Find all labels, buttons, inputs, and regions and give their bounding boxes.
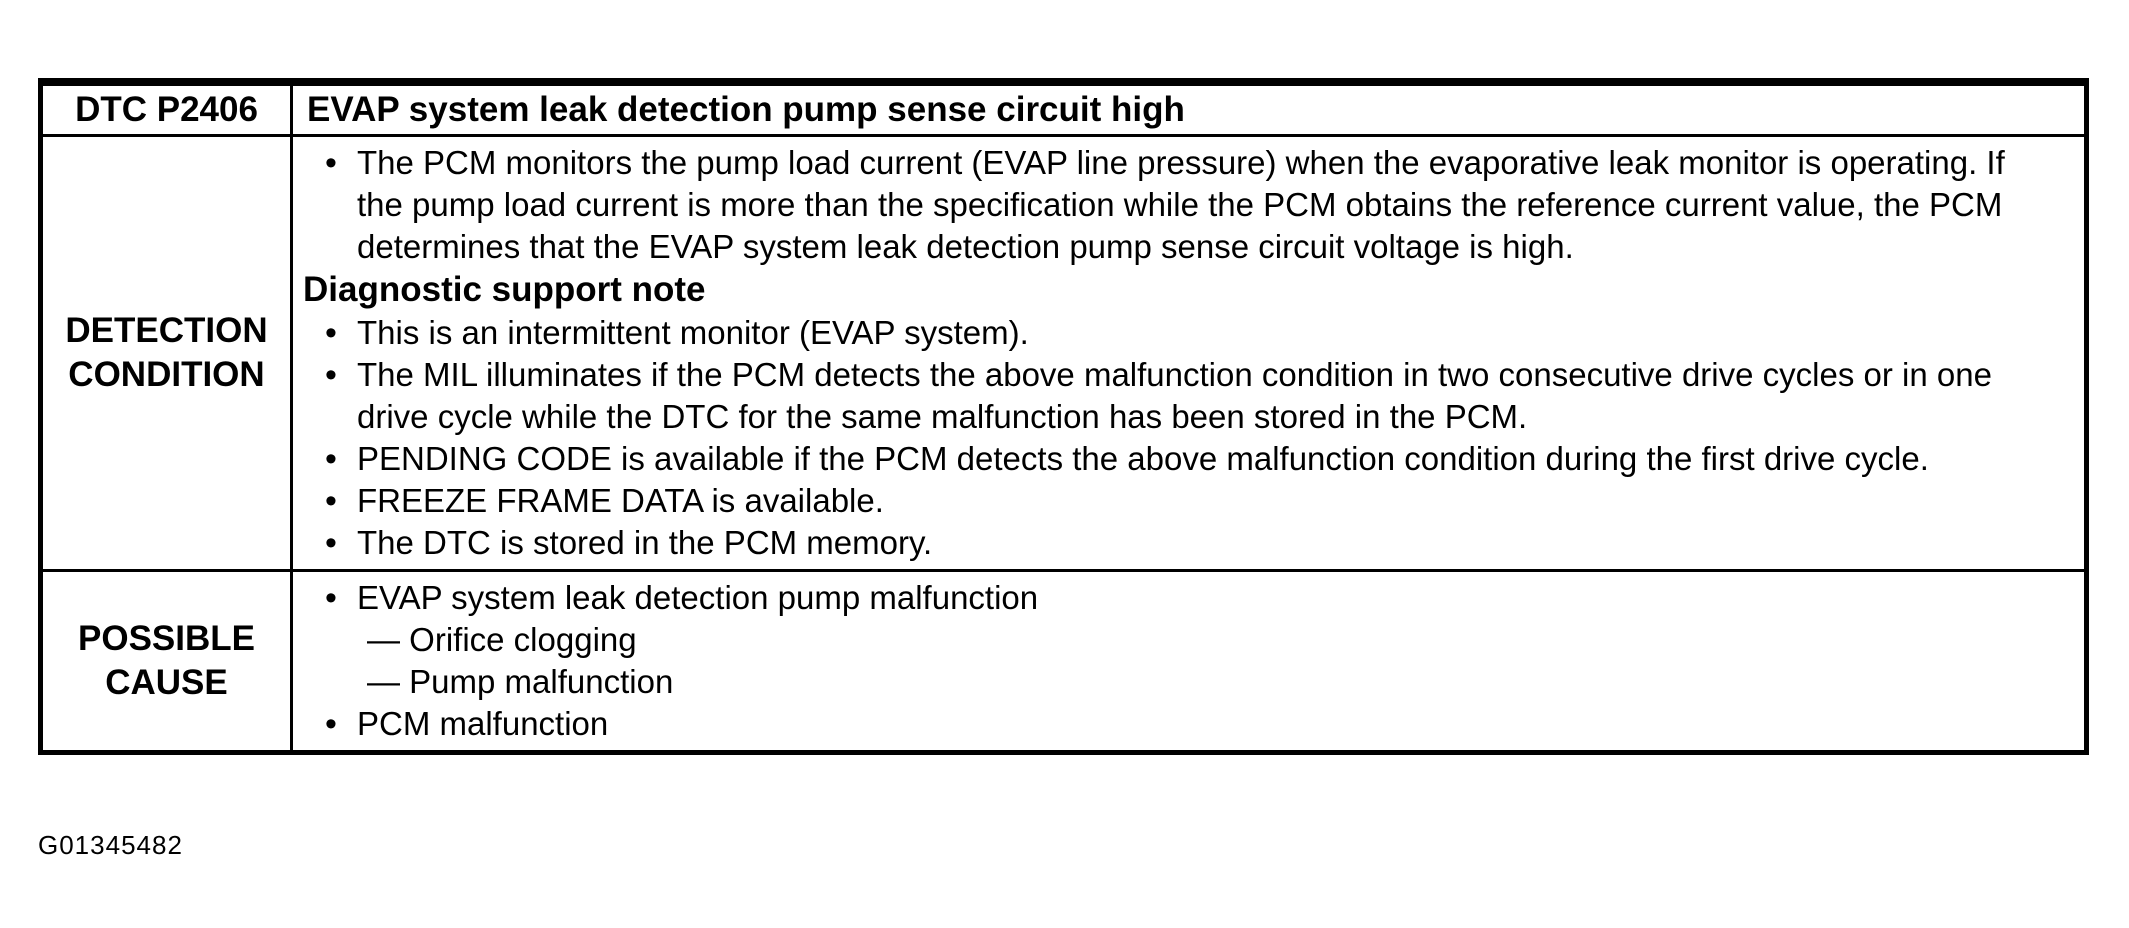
note-bullet-intermittent: • This is an intermittent monitor (EVAP … <box>303 312 2056 354</box>
detection-condition-label: DETECTION CONDITION <box>43 137 293 569</box>
note-bullet-dtc-stored: • The DTC is stored in the PCM memory. <box>303 522 2056 564</box>
note-bullet-freeze-frame: • FREEZE FRAME DATA is available. <box>303 480 2056 522</box>
dtc-title: EVAP system leak detection pump sense ci… <box>307 90 1185 129</box>
detection-condition-content: • The PCM monitors the pump load current… <box>293 137 2084 569</box>
detection-condition-row: DETECTION CONDITION • The PCM monitors t… <box>43 134 2084 569</box>
bullet-text: FREEZE FRAME DATA is available. <box>357 482 884 519</box>
bullet-text: The PCM monitors the pump load current (… <box>357 144 2005 265</box>
cause-sub-item-pump-malfunction: — Pump malfunction <box>367 663 674 700</box>
possible-cause-row: POSSIBLE CAUSE • EVAP system leak detect… <box>43 569 2084 750</box>
bullet-icon: • <box>325 314 337 352</box>
possible-cause-content: • EVAP system leak detection pump malfun… <box>293 572 2084 750</box>
bullet-text: PENDING CODE is available if the PCM det… <box>357 440 1929 477</box>
bullet-icon: • <box>325 440 337 478</box>
note-bullet-mil: • The MIL illuminates if the PCM detects… <box>303 354 2056 438</box>
possible-cause-label: POSSIBLE CAUSE <box>43 572 293 750</box>
bullet-icon: • <box>325 524 337 562</box>
bullet-text: PCM malfunction <box>357 705 609 742</box>
diagnostic-support-note-heading: Diagnostic support note <box>303 270 706 309</box>
bullet-icon: • <box>325 579 337 617</box>
bullet-text: This is an intermittent monitor (EVAP sy… <box>357 314 1029 351</box>
cause-bullet-pcm-malfunction: • PCM malfunction <box>303 703 2056 745</box>
dtc-table: DTC P2406 EVAP system leak detection pum… <box>38 78 2089 755</box>
bullet-icon: • <box>325 144 337 182</box>
bullet-icon: • <box>325 356 337 394</box>
note-bullet-pending-code: • PENDING CODE is available if the PCM d… <box>303 438 2056 480</box>
bullet-icon: • <box>325 705 337 743</box>
figure-code: G01345482 <box>38 830 183 860</box>
cause-sub-item-orifice-clogging: — Orifice clogging <box>367 621 637 658</box>
cause-bullet-pump-malfunction: • EVAP system leak detection pump malfun… <box>303 577 2056 619</box>
bullet-text: EVAP system leak detection pump malfunct… <box>357 579 1039 616</box>
dtc-header-row: DTC P2406 EVAP system leak detection pum… <box>43 86 2084 134</box>
detection-intro-bullet: • The PCM monitors the pump load current… <box>303 142 2056 268</box>
bullet-icon: • <box>325 482 337 520</box>
dtc-code: DTC P2406 <box>43 86 293 134</box>
bullet-text: The MIL illuminates if the PCM detects t… <box>357 356 1992 435</box>
bullet-text: The DTC is stored in the PCM memory. <box>357 524 933 561</box>
